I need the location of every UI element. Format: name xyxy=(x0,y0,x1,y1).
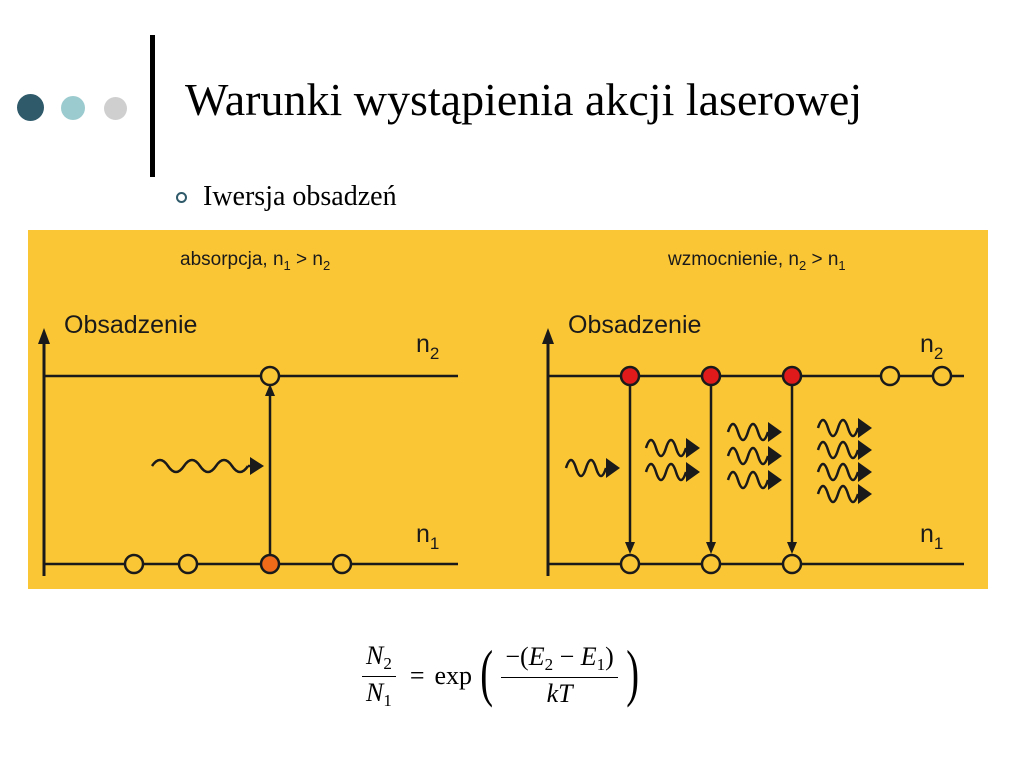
right-photon-group-4 xyxy=(816,418,872,504)
left-lower-atom xyxy=(177,553,199,575)
title-divider-bar xyxy=(150,35,155,177)
right-lower-atom xyxy=(700,553,722,575)
boltzmann-formula: N2 N1 = exp ( −(E2 − E1) kT ) xyxy=(358,636,643,716)
left-lower-label: n1 xyxy=(416,520,439,553)
left-lower-atom xyxy=(331,553,353,575)
right-transition-arrow-icon xyxy=(787,542,797,554)
right-photon-group-2 xyxy=(644,438,700,482)
formula-rhs-fraction: −(E2 − E1) kT xyxy=(501,643,618,708)
right-lower-atom xyxy=(619,553,641,575)
right-excited-atom xyxy=(700,365,722,387)
right-photon-group-1 xyxy=(564,458,620,478)
left-upper-atom xyxy=(259,365,281,387)
formula-paren-close: ) xyxy=(626,637,639,708)
right-excited-atom xyxy=(781,365,803,387)
left-photon-arrow-icon xyxy=(250,457,264,475)
left-axis-label: Obsadzenie xyxy=(64,311,197,339)
right-transition-arrow-icon xyxy=(625,542,635,554)
right-lower-atom xyxy=(781,553,803,575)
right-upper-atom xyxy=(879,365,901,387)
formula-lhs-fraction: N2 N1 xyxy=(362,641,396,710)
right-lower-label: n1 xyxy=(920,520,943,553)
right-caption: wzmocnienie, n2 > n1 xyxy=(667,249,846,273)
decor-dot-grey xyxy=(104,97,127,120)
right-axis-label: Obsadzenie xyxy=(568,311,701,339)
formula-paren-open: ( xyxy=(480,637,494,708)
left-axis-arrow-icon xyxy=(38,328,50,344)
right-axis-arrow-icon xyxy=(542,328,554,344)
bullet-text: Iwersja obsadzeń xyxy=(203,181,397,212)
left-lower-atom xyxy=(123,553,145,575)
left-absorbing-atom xyxy=(259,553,281,575)
laser-diagram: absorpcja, n1 > n2 Obsadzenie n2 n1 wzmo… xyxy=(38,249,964,576)
formula-exp: exp xyxy=(434,661,473,690)
left-photon-wave xyxy=(150,458,250,474)
left-transition-arrow-icon xyxy=(265,384,275,396)
left-upper-label: n2 xyxy=(416,330,439,363)
left-caption: absorpcja, n1 > n2 xyxy=(180,249,330,273)
laser-diagram-panel: absorpcja, n1 > n2 Obsadzenie n2 n1 wzmo… xyxy=(28,230,988,589)
decor-dot-dark xyxy=(17,94,44,121)
right-upper-label: n2 xyxy=(920,330,943,363)
decor-dot-teal xyxy=(61,96,85,120)
right-transition-arrow-icon xyxy=(706,542,716,554)
formula-equals: = xyxy=(409,661,425,690)
right-photon-group-3 xyxy=(726,422,782,490)
right-excited-atom xyxy=(619,365,641,387)
right-upper-atom xyxy=(931,365,953,387)
bullet-ring-icon xyxy=(176,191,187,203)
slide-title: Warunki wystąpienia akcji laserowej xyxy=(185,74,863,125)
bullet-item: Iwersja obsadzeń xyxy=(176,180,397,214)
